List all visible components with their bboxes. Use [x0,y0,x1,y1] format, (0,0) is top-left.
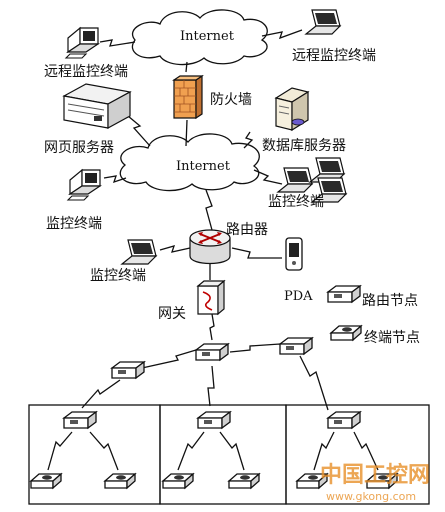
end-node [30,473,62,489]
watermark-sub: www.gkong.com [326,490,416,503]
router-node-cluster-mid [197,411,231,429]
router-node-right [279,337,313,355]
remote-terminal-left-icon [65,27,99,59]
router-node-left [111,361,145,379]
legend-router-node-icon [327,285,361,303]
pda-icon [285,237,303,271]
router-label: 路由器 [226,222,268,238]
end-node [228,473,260,489]
end-node [104,473,136,489]
monitor-terminal-laptop-label: 监控终端 [90,268,146,284]
watermark-main: 中国工控网 [320,462,430,488]
internet-cloud-top [131,9,268,66]
firewall-label: 防火墙 [210,92,252,108]
remote-terminal-left-label: 远程监控终端 [44,64,128,80]
database-server-icon [274,87,310,132]
legend-end-node-label: 终端节点 [364,330,420,346]
internet-mid-label: Internet [176,159,231,174]
pda-label: PDA [284,289,313,304]
monitor-terminal-laptop-icon [121,239,157,265]
internet-cloud-mid [119,133,260,192]
monitor-terminal-right-laptop-1-icon [277,167,313,193]
remote-terminal-right-label: 远程监控终端 [292,48,376,64]
end-node [162,473,194,489]
gateway-label: 网关 [158,306,186,322]
web-server-icon [62,83,132,130]
watermark: 中国工控网 www.gkong.com [320,462,430,503]
monitor-terminal-right-label: 监控终端 [268,194,324,210]
router-icon [189,229,231,265]
monitor-terminal-left-icon [67,169,101,201]
legend-end-node-icon [330,325,362,341]
internet-top-label: Internet [180,29,235,44]
links [47,29,379,471]
router-node-cluster-right [327,411,361,429]
web-server-label: 网页服务器 [44,140,114,156]
cluster-box-right [285,404,430,505]
legend-router-node-label: 路由节点 [362,293,418,309]
router-node-center [195,343,229,361]
monitor-terminal-left-label: 监控终端 [46,216,102,232]
database-server-label: 数据库服务器 [262,138,346,154]
firewall-icon [172,74,204,120]
gateway-icon [196,279,226,316]
remote-terminal-right-icon [305,9,341,35]
router-node-cluster-left [63,411,97,429]
